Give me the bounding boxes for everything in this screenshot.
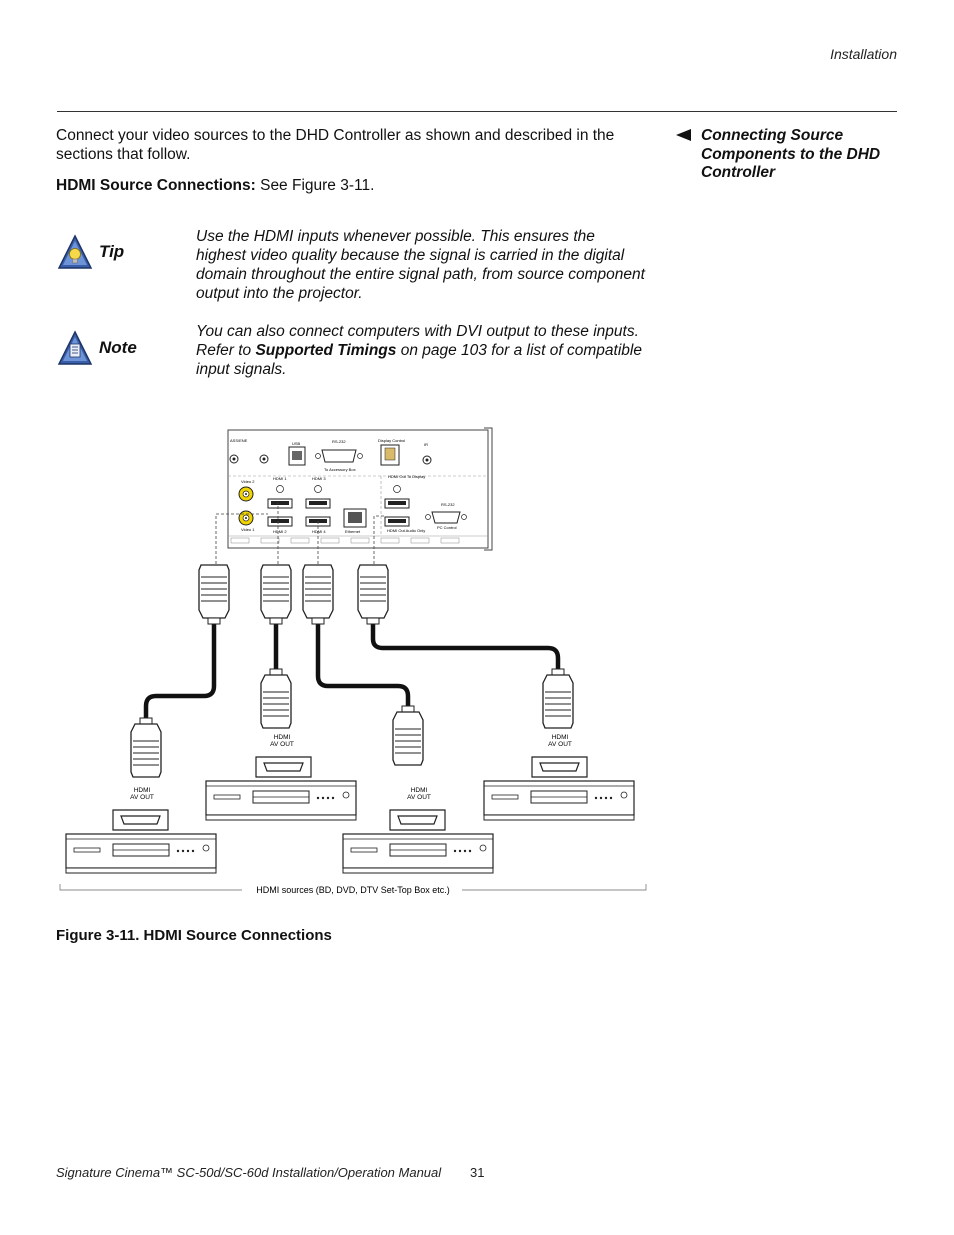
panel-label-rs232-pc: RS-232 [441,502,455,507]
sources-bracket [59,884,647,891]
plug-device-1 [130,717,162,778]
controller-rear-panel: ASS/ENE USB RS-232 To Accessory Box Disp… [227,427,493,551]
hdmi-section-line: HDMI Source Connections: See Figure 3-11… [56,177,374,195]
device-1-hdmi-port [112,809,169,831]
panel-label-display-control: Display Control [378,438,405,443]
panel-label-rs232-top: RS-232 [332,439,346,444]
plug-hdmi-d-top [357,564,389,625]
running-header: Installation [830,46,897,62]
panel-label-hdmi3: HDMI 3 [312,476,326,481]
arrow-left-icon [676,129,691,141]
header-rule [57,111,897,112]
plug-hdmi-c-top [302,564,334,625]
footer-page-number: 31 [470,1165,485,1180]
plug-hdmi-b-top [260,564,292,625]
note-text-bold: Supported Timings [255,342,397,359]
panel-label-ethernet: Ethernet [345,529,361,534]
panel-label-hdmi4: HDMI 4 [312,529,326,534]
source-player-4 [483,780,635,821]
side-heading-text: Connecting Source Components to the DHD … [701,127,881,181]
device-4-hdmi-port [531,756,588,778]
note-text-after: on page 103 for a list of compatible inp… [196,342,642,378]
panel-label-video1: Video 1 [241,527,255,532]
plug-device-4 [542,668,574,729]
device-3-hdmi-port [389,809,446,831]
tip-text: Use the HDMI inputs whenever possible. T… [196,228,645,302]
figure-caption: Figure 3-11. HDMI Source Connections [56,927,332,944]
panel-label-usb: USB [292,441,301,446]
panel-label-audio: ASS/ENE [230,438,248,443]
panel-label-hdmi-out-audio: HDMI Out Audio Only [387,528,425,533]
tip-label: Tip [99,242,125,261]
plug-hdmi-a-top [198,564,230,625]
source-player-2 [205,780,357,821]
intro-paragraph: Connect your video sources to the DHD Co… [56,127,615,163]
hdmi-cables [143,621,561,722]
note-text-before: You can also connect computers with DVI … [196,323,639,359]
note-label: Note [99,338,137,357]
panel-label-to-accessory: To Accessory Box [324,467,356,472]
hdmi-section-label: HDMI Source Connections: [56,177,256,194]
panel-label-hdmi-out-display: HDMI Out To Display [388,474,425,479]
plug-device-2 [260,668,292,729]
panel-label-ir: IR [424,442,428,447]
note-icon [57,330,93,366]
note-text: You can also connect computers with DVI … [196,322,646,379]
plug-device-3 [392,705,424,766]
tip-icon [57,234,93,270]
source-player-1 [65,833,217,874]
sources-range-label: HDMI sources (BD, DVD, DTV Set-Top Box e… [256,885,450,895]
panel-label-pc-control: PC Control [437,525,457,530]
panel-label-video2: Video 2 [241,479,255,484]
panel-label-hdmi1: HDMI 1 [273,476,287,481]
device-2-hdmi-port [255,756,312,778]
hdmi-connection-figure: ASS/ENE USB RS-232 To Accessory Box Disp… [56,424,656,904]
hdmi-diagram: ASS/ENE USB RS-232 To Accessory Box Disp… [59,427,647,895]
hdmi-section-text: See Figure 3-11. [255,177,375,194]
source-player-3 [342,833,494,874]
panel-label-hdmi2: HDMI 2 [273,529,287,534]
port-leader-lines [215,503,385,564]
footer-manual-title: Signature Cinema™ SC-50d/SC-60d Installa… [56,1165,442,1180]
